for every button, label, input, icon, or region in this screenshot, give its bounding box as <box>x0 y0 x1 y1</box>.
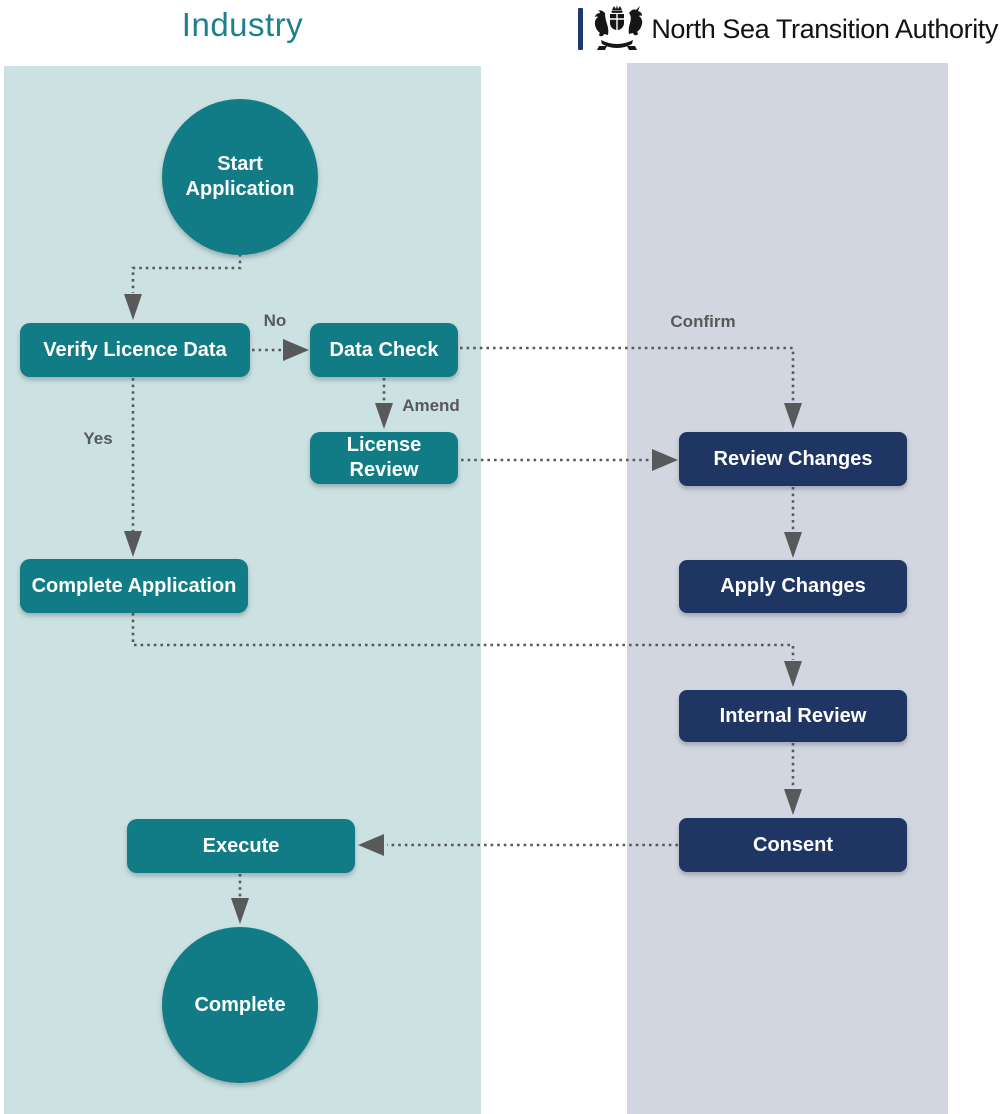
node-complete-application: Complete Application <box>20 559 248 613</box>
node-verify-licence-data: Verify Licence Data <box>20 323 250 377</box>
node-complete: Complete <box>162 927 318 1083</box>
edge-label-confirm: Confirm <box>670 312 736 331</box>
node-consent: Consent <box>679 818 907 872</box>
node-data-check: Data Check <box>310 323 458 377</box>
edge-label-no: No <box>263 311 287 330</box>
edge-label-amend: Amend <box>402 396 460 415</box>
node-review-changes: Review Changes <box>679 432 907 486</box>
node-start-application: Start Application <box>162 99 318 255</box>
node-internal-review: Internal Review <box>679 690 907 742</box>
node-execute: Execute <box>127 819 355 873</box>
node-apply-changes: Apply Changes <box>679 560 907 613</box>
royal-crest-icon <box>595 5 643 50</box>
nsta-logo: North Sea Transition Authority <box>578 4 998 54</box>
edge-label-yes: Yes <box>83 429 113 448</box>
industry-lane-title: Industry <box>181 6 304 43</box>
node-license-review: License Review <box>310 432 458 484</box>
authority-name: North Sea Transition Authority <box>651 13 998 44</box>
logo-accent-bar <box>578 8 584 50</box>
